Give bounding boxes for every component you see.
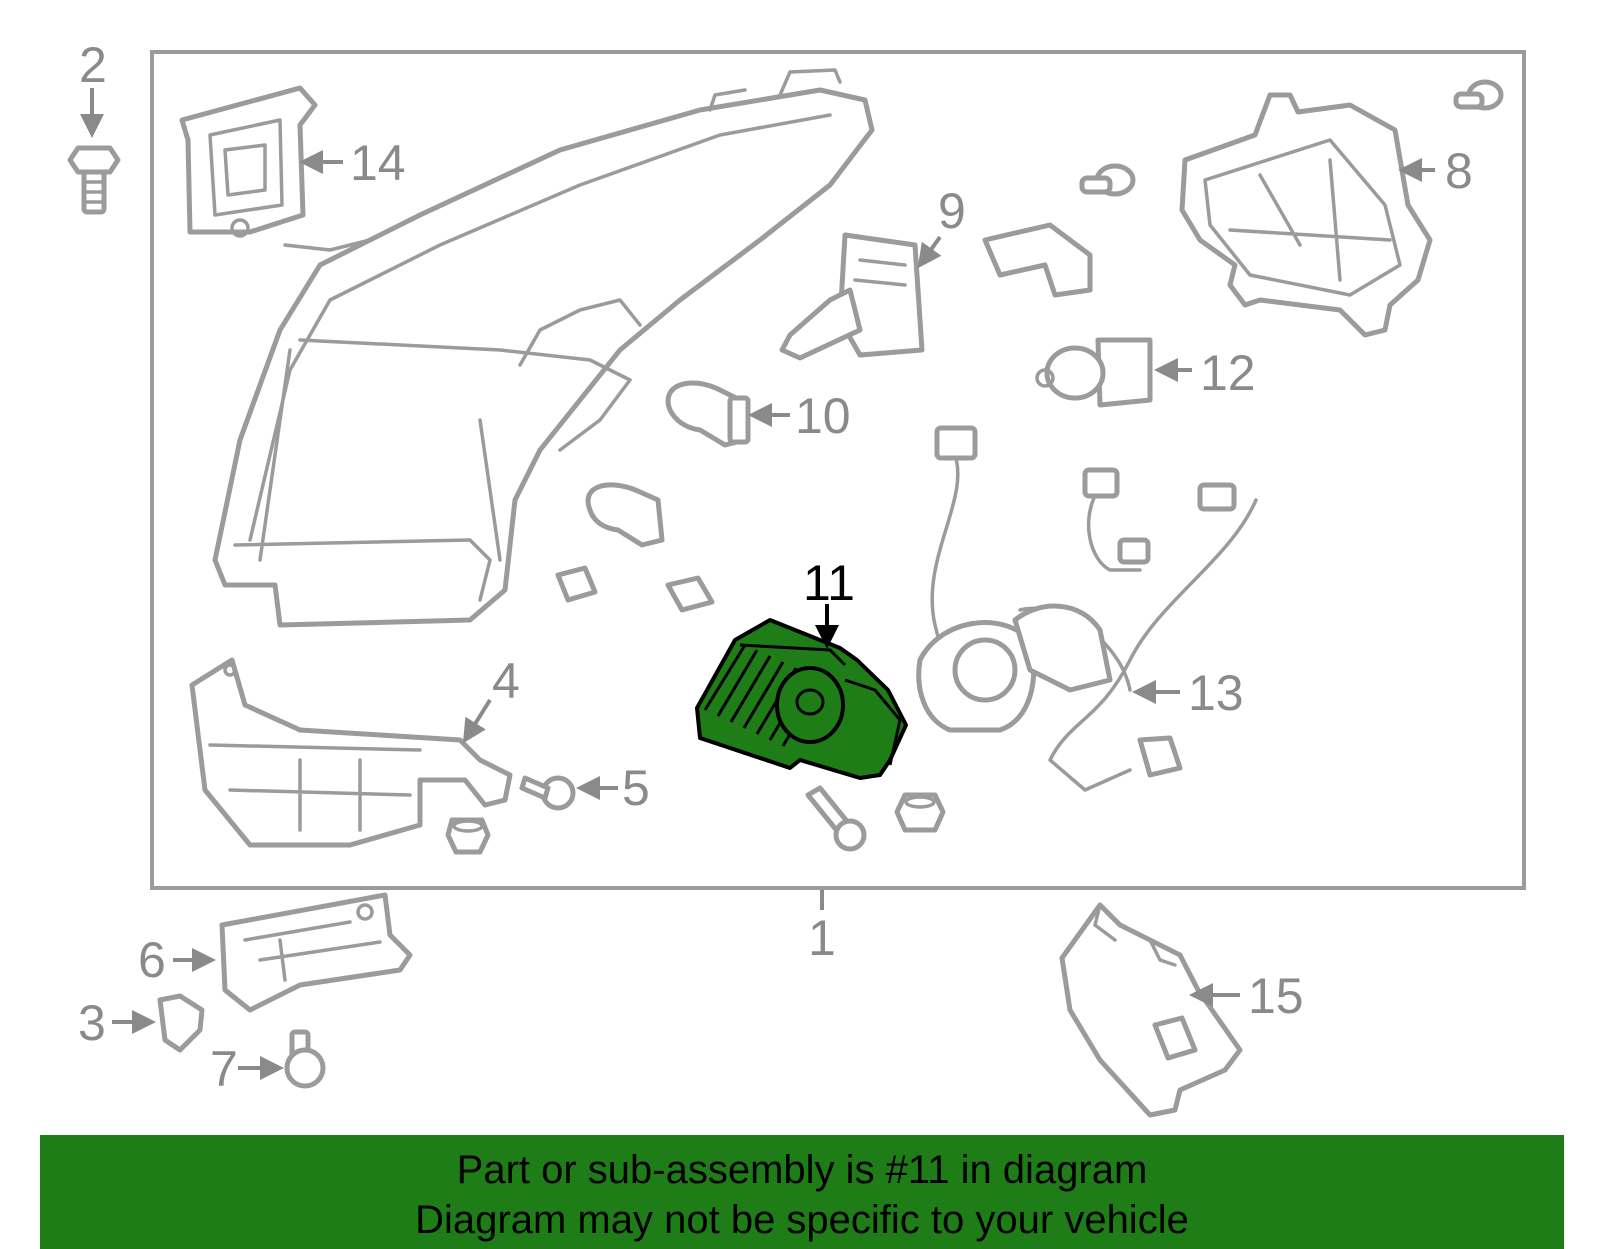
callout-14: 14 (350, 135, 406, 191)
part-3-clip[interactable] (157, 993, 205, 1053)
nut-below-13[interactable] (894, 792, 946, 833)
callout-10: 10 (795, 388, 851, 444)
leader-lines (80, 88, 1435, 1080)
callout-2: 2 (79, 37, 107, 93)
assembly-frame (150, 50, 1526, 890)
callout-5: 5 (622, 760, 650, 816)
part-1-headlamp-housing[interactable] (212, 68, 875, 628)
callout-1: 1 (808, 910, 836, 966)
banner-line-1: Part or sub-assembly is #11 in diagram (456, 1148, 1148, 1192)
screw-top-a[interactable] (1079, 163, 1136, 197)
callout-3: 3 (78, 995, 106, 1051)
part-11-control-module[interactable] (695, 618, 908, 780)
part-2-bolt[interactable] (67, 145, 121, 215)
clip-part-b[interactable] (665, 575, 715, 613)
callout-4: 4 (492, 653, 520, 709)
clip-part-a[interactable] (555, 565, 598, 603)
part-8-rear-housing[interactable] (1179, 92, 1433, 338)
callout-6: 6 (138, 932, 166, 988)
small-bracket[interactable] (982, 222, 1093, 298)
callout-labels: 1 2 3 4 5 6 7 8 9 10 11 12 13 14 15 (78, 37, 1473, 1097)
part-10-bulb[interactable] (665, 380, 751, 448)
nut-part[interactable] (445, 817, 491, 855)
callout-9: 9 (938, 183, 966, 239)
part-info-banner: Part or sub-assembly is #11 in diagram D… (40, 1135, 1564, 1249)
part-4-lower-bracket[interactable] (189, 657, 513, 848)
part-14-bracket[interactable] (179, 85, 318, 238)
part-13-wiring-harness[interactable] (916, 425, 1258, 792)
callout-15: 15 (1248, 968, 1304, 1024)
small-bulb[interactable] (585, 482, 665, 548)
part-9-hid-bulb[interactable] (779, 232, 925, 361)
part-5-screw[interactable] (519, 775, 576, 811)
callout-13: 13 (1188, 665, 1244, 721)
part-12-socket[interactable] (1035, 337, 1153, 408)
callout-7: 7 (210, 1041, 238, 1097)
callout-8: 8 (1445, 143, 1473, 199)
part-15-bracket[interactable] (1059, 902, 1243, 1118)
callout-12: 12 (1200, 345, 1256, 401)
callout-11: 11 (803, 555, 855, 611)
screw-top-b[interactable] (1453, 79, 1504, 111)
part-6-bracket[interactable] (219, 892, 413, 1013)
part-7-bolt[interactable] (284, 1029, 326, 1089)
screw-below-module[interactable] (805, 785, 867, 852)
banner-line-2: Diagram may not be specific to your vehi… (415, 1198, 1189, 1242)
